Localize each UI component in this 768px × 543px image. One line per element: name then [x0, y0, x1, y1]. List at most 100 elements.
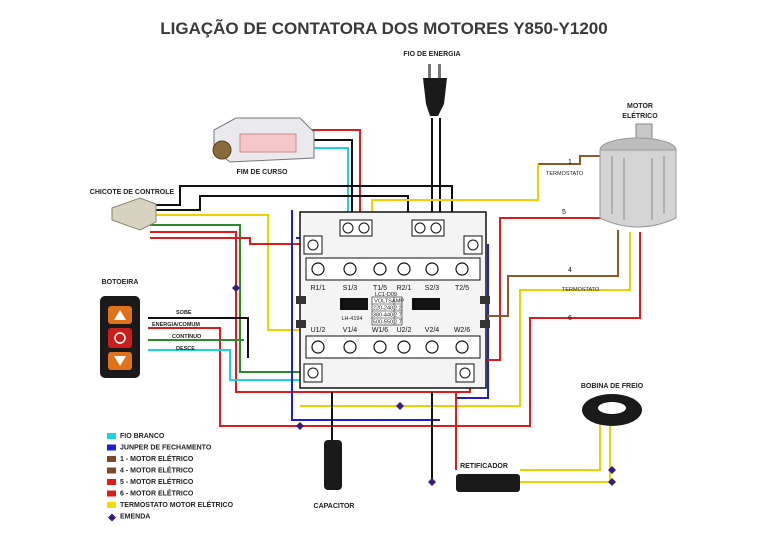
wire-label-thermostat-top: TERMOSTATO	[546, 171, 584, 177]
screw	[467, 239, 479, 251]
capacitor-label: CAPACITOR	[314, 503, 355, 510]
screw	[358, 222, 370, 234]
motor-body	[599, 149, 677, 228]
terminal-screw	[455, 340, 469, 354]
terminal-label: R2/1	[397, 285, 412, 292]
legend-swatch	[108, 513, 116, 522]
terminal-screw	[425, 262, 439, 276]
power-wire-label: FIO DE ENERGIA	[403, 51, 460, 58]
limit-switch-wire-red	[310, 129, 361, 218]
rectifier: RETIFICADOR	[456, 463, 520, 492]
brake-coil-label: BOBINA DE FREIO	[581, 383, 644, 390]
splice-marker	[232, 284, 240, 292]
motor-thermostat-top	[371, 164, 539, 218]
legend-label: TERMOSTATO MOTOR ELÉTRICO	[120, 500, 234, 509]
screw	[307, 367, 319, 379]
brake-coil: BOBINA DE FREIO	[581, 383, 644, 426]
power-plug: FIO DE ENERGIA	[403, 51, 461, 116]
button-wire-label-continuous: CONTÍNUO	[172, 332, 202, 340]
pushbutton-station: BOTOEIRA	[100, 279, 140, 378]
motor-wire-6	[300, 232, 641, 427]
spec-cell: 380-440	[373, 313, 393, 319]
plug-body	[423, 78, 447, 116]
terminal-screw	[373, 340, 387, 354]
splice-marker	[608, 466, 616, 474]
jumper-left	[291, 210, 440, 421]
contactor-window-left	[340, 298, 368, 310]
legend-label: EMENDA	[120, 514, 150, 521]
splice-marker	[296, 422, 304, 430]
terminal-screw	[343, 262, 357, 276]
harness-wire-black-2	[154, 195, 409, 218]
button-wire-down	[148, 349, 300, 381]
spec-cell: 220-240	[373, 306, 393, 312]
terminal-label: R1/1	[311, 285, 326, 292]
arrow-down-icon	[114, 356, 126, 366]
motor-wire-5	[484, 217, 604, 361]
screw	[430, 222, 442, 234]
legend-label: 6 - MOTOR ELÉTRICO	[120, 489, 194, 498]
jumper-right	[456, 244, 489, 399]
terminal-screw	[397, 340, 411, 354]
button-wire-common	[148, 327, 300, 427]
legend-swatch	[107, 490, 116, 497]
main-terminal-row-top	[305, 257, 481, 281]
screw	[414, 222, 426, 234]
legend-label: JUNPER DE FECHAMENTO	[120, 445, 212, 452]
wire-label-6: 6	[568, 315, 572, 322]
wire-label-1: 1	[568, 159, 572, 166]
terminal-screw	[425, 340, 439, 354]
clip	[296, 320, 306, 328]
contactor-window-right	[412, 298, 440, 310]
spec-header: VOLTS	[374, 299, 392, 305]
control-harness-label: CHICOTE DE CONTROLE	[90, 189, 175, 196]
plug-pin	[438, 64, 441, 78]
screw	[459, 367, 471, 379]
brake-coil-hole	[598, 402, 626, 414]
harness-wire-red-2	[150, 237, 304, 245]
button-wire-label-up: SOBE	[176, 310, 192, 316]
capacitor: CAPACITOR	[314, 440, 355, 510]
terminal-screw	[397, 262, 411, 276]
legend-label: 5 - MOTOR ELÉTRICO	[120, 477, 194, 486]
screw	[342, 222, 354, 234]
harness-connector	[111, 197, 157, 231]
control-harness: CHICOTE DE CONTROLE	[90, 189, 175, 231]
rectifier-label: RETIFICADOR	[460, 463, 508, 470]
wire-label-5: 5	[562, 209, 566, 216]
splice-marker	[608, 478, 616, 486]
clip	[480, 296, 490, 304]
terminal-screws	[311, 262, 469, 354]
legend-label: FIO BRANCO	[120, 433, 165, 440]
contactor-model: LC1-D09	[375, 292, 397, 298]
motor-thermostat-mid	[300, 232, 631, 407]
legend-label: 4 - MOTOR ELÉTRICO	[120, 466, 194, 475]
legend-label: 1 - MOTOR ELÉTRICO	[120, 454, 194, 463]
motor-label: ELÉTRICO	[622, 111, 658, 120]
clip	[296, 296, 306, 304]
legend-swatch	[107, 479, 116, 485]
splices	[232, 284, 616, 486]
limit-switch-label: FIM DE CURSO	[237, 169, 289, 176]
brake-wire-1	[520, 420, 601, 471]
motor-label: MOTOR	[627, 103, 653, 110]
terminal-label: S2/3	[425, 285, 440, 292]
legend: FIO BRANCO JUNPER DE FECHAMENTO 1 - MOTOR …	[107, 433, 234, 522]
capacitor-body	[324, 440, 342, 490]
spec-header: AMP	[392, 299, 404, 305]
splice-marker	[428, 478, 436, 486]
harness-wire-black-1	[154, 185, 453, 218]
terminal-screw	[373, 262, 387, 276]
motor: MOTOR ELÉTRICO	[599, 103, 677, 228]
terminal-screw	[455, 262, 469, 276]
spec-cell: 500-550	[373, 320, 393, 326]
harness-wire-yellow	[154, 214, 304, 331]
button-wire-label-common: ENERGIA/COMUM	[152, 322, 200, 328]
legend-swatch	[107, 502, 116, 508]
stop-icon	[114, 332, 126, 344]
brake-wire-2	[520, 420, 611, 483]
legend-swatch	[107, 456, 116, 462]
wire-label-4: 4	[568, 267, 572, 274]
terminal-screw	[311, 262, 325, 276]
